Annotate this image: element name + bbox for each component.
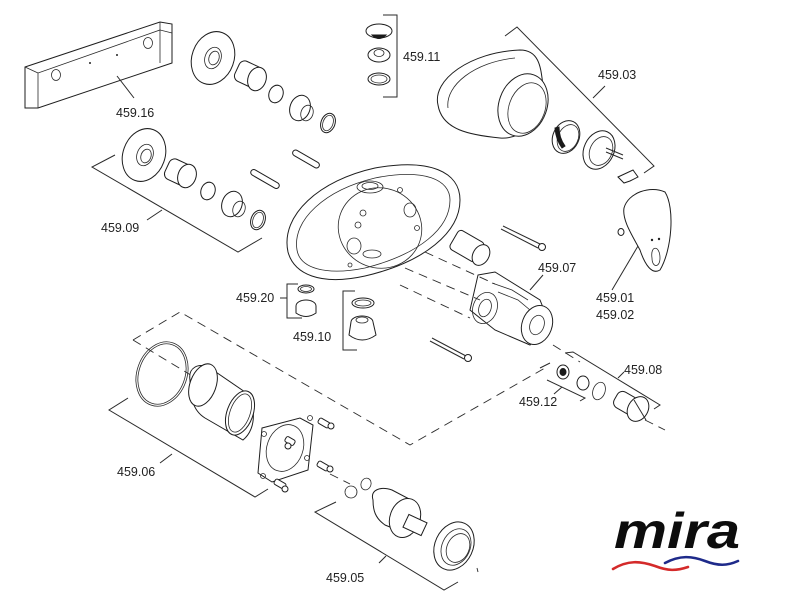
part-label-459-02[interactable]: 459.02 — [596, 308, 634, 322]
sleeve-459-06 — [108, 341, 335, 498]
upper-inlet-set — [190, 31, 336, 134]
fitting-459-10 — [342, 290, 377, 351]
screws — [273, 417, 335, 493]
lower-inlet-set — [90, 128, 266, 253]
part-label-459-20[interactable]: 459.20 — [236, 291, 274, 305]
flow-valve-459-08 — [539, 351, 661, 422]
long-screw-lower — [429, 337, 472, 362]
part-label-459-05[interactable]: 459.05 — [326, 571, 364, 585]
long-screw-upper — [500, 225, 546, 251]
part-label-459-03[interactable]: 459.03 — [598, 68, 636, 82]
plug-459-20 — [280, 283, 317, 319]
shroud-459-03 — [436, 26, 655, 184]
part-label-459-09[interactable]: 459.09 — [101, 221, 139, 235]
mira-wordmark: mira — [614, 503, 740, 559]
pins — [250, 149, 320, 189]
part-label-459-08[interactable]: 459.08 — [624, 363, 662, 377]
part-label-459-01[interactable]: 459.01 — [596, 291, 634, 305]
part-label-459-06[interactable]: 459.06 — [117, 465, 155, 479]
part-label-459-16[interactable]: 459.16 — [116, 106, 154, 120]
cartridge-459-05 — [313, 477, 475, 591]
mixing-chamber-459-07 — [469, 271, 554, 346]
hot-wave — [611, 560, 690, 572]
part-label-459-07[interactable]: 459.07 — [538, 261, 576, 275]
part-label-459-11[interactable]: 459.11 — [403, 50, 440, 64]
mounting-bracket — [24, 21, 173, 109]
check-valve — [449, 229, 491, 266]
valve-body — [286, 164, 461, 280]
plug-kit-459-11 — [365, 14, 398, 98]
control-lever — [611, 188, 672, 291]
part-label-459-10[interactable]: 459.10 — [293, 330, 331, 344]
part-label-459-12[interactable]: 459.12 — [519, 395, 557, 409]
brand-logo: mira — [611, 503, 740, 572]
cold-wave — [663, 555, 740, 567]
